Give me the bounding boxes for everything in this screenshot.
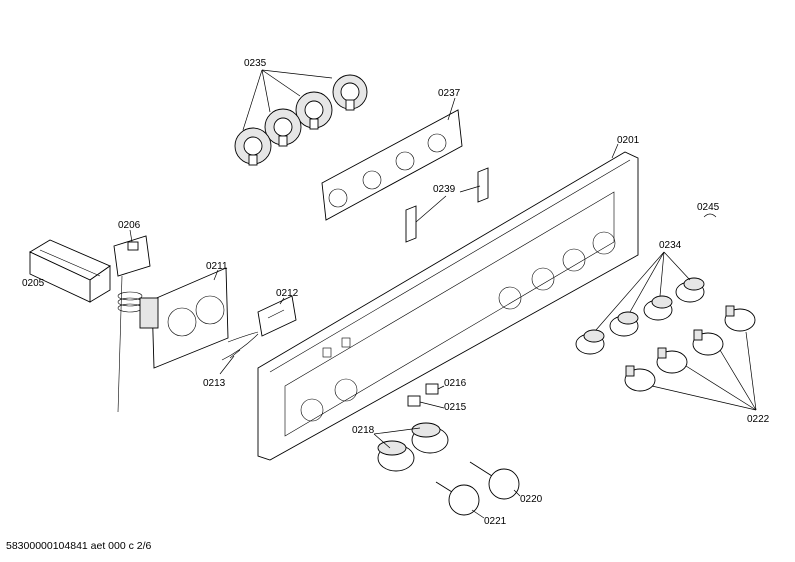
label-0212: 0212 (276, 288, 299, 299)
part-0213-wiring (221, 331, 259, 361)
leader-0237 (447, 97, 456, 121)
leader-0221 (471, 509, 485, 519)
leader-0212 (279, 297, 285, 305)
part-0234-knob-sleeves (575, 277, 705, 355)
label-0211: 0211 (206, 261, 228, 272)
label-0201: 0201 (617, 135, 640, 146)
part-0212-switch (257, 295, 297, 337)
part-0206-thermostat (113, 235, 151, 413)
label-0239: 0239 (433, 184, 456, 195)
label-0234: 0234 (659, 240, 682, 251)
leader-0201 (611, 143, 619, 159)
part-0222-knobs (624, 305, 756, 392)
part-0220-knob (469, 461, 520, 500)
label-0213: 0213 (203, 378, 226, 389)
part-0218-knobs (377, 422, 449, 472)
leader-0234 (595, 251, 691, 331)
leader-0222 (651, 331, 757, 411)
label-0215: 0215 (444, 402, 467, 413)
label-0220: 0220 (520, 494, 543, 505)
label-0205: 0205 (22, 278, 45, 289)
label-0237: 0237 (438, 88, 461, 99)
label-0221: 0221 (484, 516, 507, 527)
leader-0211 (213, 269, 219, 281)
part-0237-bracket (321, 109, 463, 221)
leader-0206 (129, 229, 133, 243)
leader-0220 (513, 489, 521, 497)
part-0215-button (407, 395, 421, 407)
leader-0213 (219, 355, 235, 375)
part-0245-clip (703, 213, 717, 218)
part-0235-switches (234, 74, 368, 166)
label-0222: 0222 (747, 414, 770, 425)
label-0206: 0206 (118, 220, 141, 231)
label-0235: 0235 (244, 58, 267, 69)
part-0221-knob (435, 481, 480, 516)
part-0239-clips (405, 167, 489, 243)
leader-0235 (242, 69, 333, 131)
part-0205-terminal-block (29, 239, 111, 303)
part-0201-fascia (257, 151, 639, 461)
label-0245: 0245 (697, 202, 720, 213)
leader-0216 (437, 385, 445, 390)
document-reference: 58300000104841 aet 000 c 2/6 (6, 540, 152, 552)
label-0218: 0218 (352, 425, 375, 436)
leader-0218 (373, 427, 421, 449)
leader-0215 (419, 401, 445, 409)
leader-0239 (415, 185, 481, 223)
label-0216: 0216 (444, 378, 467, 389)
part-0211-socket (139, 267, 229, 369)
part-0216-button (425, 383, 439, 395)
